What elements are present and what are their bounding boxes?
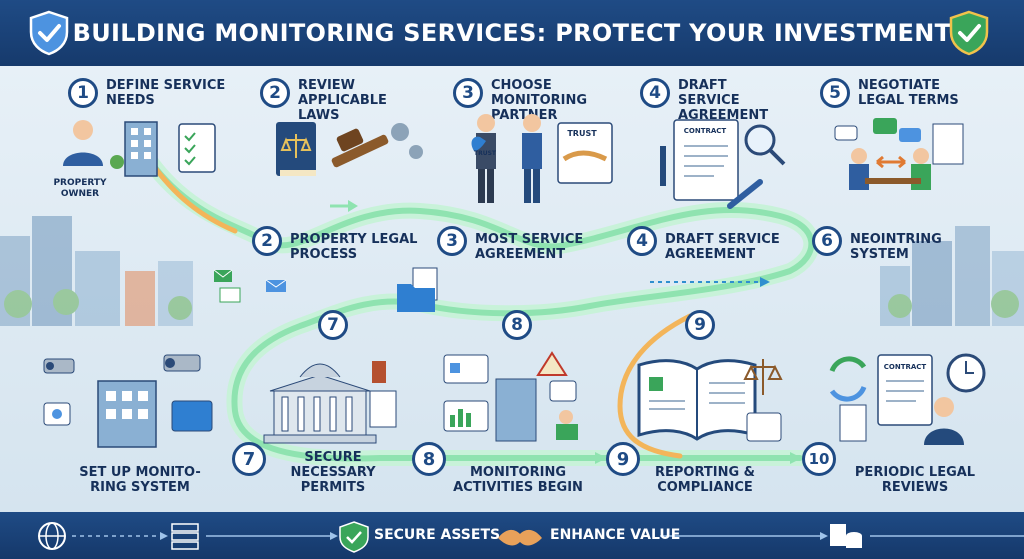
step-badge-3: 3 [453, 78, 483, 108]
step-badge-8-bottom: 8 [412, 442, 446, 476]
shield-check-icon [29, 10, 69, 56]
step-badge-1: 1 [68, 78, 98, 108]
step-label-review-applicable-laws: REVIEW APPLICABLE LAWS [298, 78, 387, 123]
step-badge-5: 5 [820, 78, 850, 108]
step-badge-2-middle: 2 [252, 226, 282, 256]
contract-review-document-title: CONTRACT [883, 363, 927, 371]
flow-canvas: 1 DEFINE SERVICE NEEDS 2 REVIEW APPLICAB… [0, 66, 1024, 512]
step-label-neointring-system: NEOINTRING SYSTEM [850, 232, 942, 262]
step-label-most-service-agreement: MOST SERVICE AGREEMENT [475, 232, 584, 262]
contract-magnifier-illustration [660, 119, 786, 209]
city-skyline-left [0, 216, 193, 326]
step-label-periodic-legal-reviews: PERIODIC LEGAL REVIEWS [854, 465, 976, 495]
step-badge-10: 10 [802, 442, 836, 476]
path-badge-8: 8 [502, 310, 532, 340]
step-label-draft-service-agreement-middle: DRAFT SERVICE AGREEMENT [665, 232, 780, 262]
header-banner: BUILDING MONITORING SERVICES: PROTECT YO… [0, 0, 1024, 66]
step-badge-6: 6 [812, 226, 842, 256]
negotiation-table-illustration [834, 118, 964, 190]
monitoring-dashboard-illustration [443, 351, 578, 442]
handshake-partners-illustration [471, 114, 613, 203]
process-path [0, 153, 1024, 467]
step-badge-4-middle: 4 [627, 226, 657, 256]
path-badge-7: 7 [318, 310, 348, 340]
trust-badge-label: TRUST [474, 150, 496, 157]
envelope-icon [213, 269, 287, 303]
step-badge-9-bottom: 9 [606, 442, 640, 476]
step-label-define-service-needs: DEFINE SERVICE NEEDS [106, 78, 226, 108]
trust-document-title: TRUST [567, 129, 597, 138]
footer-banner: SECURE ASSETS ENHANCE VALUE [0, 512, 1024, 559]
step-badge-2: 2 [260, 78, 290, 108]
folder-documents-icon [397, 267, 438, 312]
step-badge-7-bottom: 7 [232, 442, 266, 476]
property-owner-illustration [63, 120, 216, 177]
security-cameras-illustration [43, 354, 213, 448]
footer-secure-assets: SECURE ASSETS [374, 527, 501, 543]
report-book-scales-illustration [637, 359, 783, 442]
shield-check-icon [949, 10, 989, 56]
step-label-choose-monitoring-partner: CHOOSE MONITORING PARTNER [491, 78, 588, 123]
city-skyline-right [880, 226, 1024, 326]
step-badge-4: 4 [640, 78, 670, 108]
contract-document-title: CONTRACT [683, 127, 727, 135]
law-book-gavel-illustration [276, 122, 423, 176]
step-label-negotiate-legal-terms: NEGOTIATE LEGAL TERMS [858, 78, 959, 108]
step-label-secure-necessary-permits: SECURE NECESSARY PERMITS [290, 450, 376, 495]
step-badge-3-middle: 3 [437, 226, 467, 256]
periodic-review-illustration [829, 353, 986, 445]
property-owner-caption: PROPERTY OWNER [53, 178, 107, 199]
step-label-monitoring-activities-begin: MONITORING ACTIVITIES BEGIN [453, 465, 583, 495]
step-label-reporting-compliance: REPORTING & COMPLIANCE [654, 465, 755, 495]
step-label-property-legal-process: PROPERTY LEGAL PROCESS [290, 232, 418, 262]
page-title: BUILDING MONITORING SERVICES: PROTECT YO… [72, 19, 952, 47]
government-building-illustration [263, 361, 397, 444]
footer-graphics [38, 521, 1024, 553]
step-label-set-up-monitoring-system: SET UP MONITO-RING SYSTEM [79, 465, 201, 495]
footer-enhance-value: ENHANCE VALUE [550, 527, 681, 543]
path-badge-9: 9 [685, 310, 715, 340]
